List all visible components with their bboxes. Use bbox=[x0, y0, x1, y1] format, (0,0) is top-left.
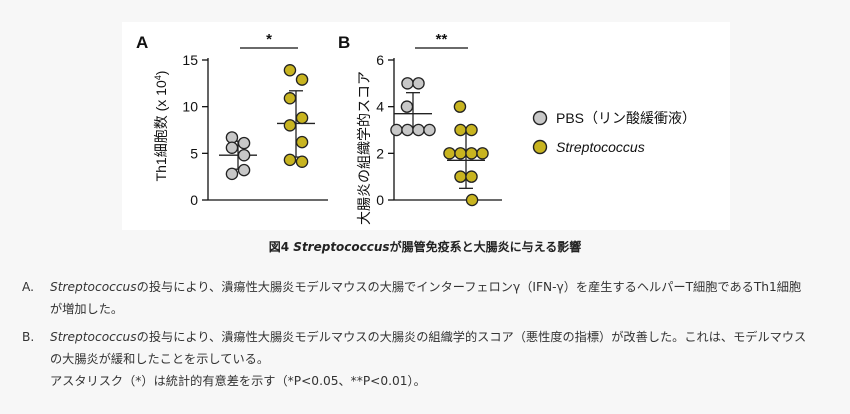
panel-b: B 大腸炎の組織学的スコア 0 2 4 6 ** bbox=[338, 31, 502, 225]
panel-b-point bbox=[453, 100, 467, 113]
panel-b-y-axis-label: 大腸炎の組織学的スコア bbox=[356, 71, 372, 225]
caption-prefix: 図4 bbox=[268, 240, 294, 254]
panel-a-y-axis-label: Th1細胞数 (x 104) bbox=[153, 71, 169, 182]
panel-b-point bbox=[443, 147, 456, 160]
panel-a-y-tick-label: 5 bbox=[190, 145, 198, 161]
panel-b-point bbox=[454, 170, 467, 183]
caption-suffix: が腸管免疫系と大腸炎に与える影響 bbox=[389, 240, 582, 254]
panel-b-label: B bbox=[338, 33, 350, 52]
panel-a-point bbox=[237, 148, 251, 162]
panel-a: A Th1細胞数 (x 104) 0 5 10 15 * bbox=[136, 31, 328, 208]
panel-b-point bbox=[412, 123, 425, 137]
note-a-body: Streptococcusの投与により、潰瘍性大腸炎モデルマウスの大腸でインター… bbox=[50, 276, 832, 320]
panel-b-y-tick-label: 6 bbox=[376, 52, 384, 68]
panel-b-y-tick-label: 0 bbox=[376, 192, 384, 208]
panel-b-significance-label: ** bbox=[436, 31, 448, 48]
note-a: A. Streptococcusの投与により、潰瘍性大腸炎モデルマウスの大腸でイ… bbox=[22, 276, 832, 320]
note-b: B. Streptococcusの投与により、潰瘍性大腸炎モデルマウスの大腸炎の… bbox=[22, 326, 832, 392]
legend-label-pbs: PBS（リン酸緩衝液） bbox=[556, 110, 696, 126]
panel-b-point bbox=[465, 193, 479, 207]
note-b-line-1: Streptococcusの投与により、潰瘍性大腸炎モデルマウスの大腸炎の組織学… bbox=[50, 326, 832, 348]
panel-a-point bbox=[283, 92, 297, 105]
panel-b-y-tick-label: 4 bbox=[376, 99, 384, 115]
panel-b-point bbox=[401, 77, 414, 90]
panel-b-marks: ** bbox=[390, 31, 489, 207]
panel-b-point bbox=[454, 147, 467, 160]
panel-a-label: A bbox=[136, 33, 148, 52]
panel-a-point bbox=[283, 153, 297, 167]
note-a-text-1: の投与により、潰瘍性大腸炎モデルマウスの大腸でインターフェロンγ（IFN-γ）を… bbox=[136, 280, 802, 294]
panel-b-point bbox=[423, 123, 436, 137]
panel-a-point bbox=[225, 131, 239, 144]
panel-a-point bbox=[225, 141, 239, 154]
panel-a-point bbox=[283, 64, 297, 77]
panel-a-point bbox=[237, 136, 251, 150]
panel-b-point bbox=[465, 123, 478, 137]
panel-b-y-tick-label: 2 bbox=[376, 145, 384, 161]
note-b-text-1: の投与により、潰瘍性大腸炎モデルマウスの大腸炎の組織学的スコア（悪性度の指標）が… bbox=[136, 330, 807, 344]
panel-b-point bbox=[476, 147, 489, 160]
caption-italic: Streptococcus bbox=[293, 240, 390, 254]
note-a-marker: A. bbox=[22, 280, 34, 294]
panel-a-y-tick-label: 15 bbox=[182, 52, 198, 68]
note-b-line-2: の大腸炎が緩和したことを示している。 bbox=[50, 352, 270, 366]
panel-b-point bbox=[465, 170, 478, 183]
legend-marker-streptococcus bbox=[532, 139, 548, 155]
note-b-body: Streptococcusの投与により、潰瘍性大腸炎モデルマウスの大腸炎の組織学… bbox=[50, 326, 832, 392]
legend-marker-pbs bbox=[532, 110, 548, 126]
note-b-italic: Streptococcus bbox=[50, 330, 137, 344]
note-a-italic: Streptococcus bbox=[50, 280, 137, 294]
note-b-marker: B. bbox=[22, 330, 35, 344]
panel-b-axes: 0 2 4 6 bbox=[376, 52, 502, 208]
panel-a-point bbox=[295, 135, 309, 149]
legend: PBS（リン酸緩衝液） Streptococcus bbox=[532, 110, 696, 155]
panel-a-point bbox=[295, 155, 309, 168]
panel-a-significance-label: * bbox=[266, 31, 272, 48]
panel-a-y-tick-label: 0 bbox=[190, 192, 198, 208]
note-a-line-1: Streptococcusの投与により、潰瘍性大腸炎モデルマウスの大腸でインター… bbox=[50, 276, 832, 298]
panel-a-marks: * bbox=[219, 31, 315, 181]
panel-a-y-label-main: Th1細胞数 (x 10 bbox=[153, 80, 169, 181]
panel-a-y-tick-label: 10 bbox=[182, 99, 198, 115]
panel-a-point bbox=[295, 73, 309, 86]
panel-a-axes: 0 5 10 15 bbox=[182, 52, 328, 208]
panel-b-point bbox=[401, 123, 414, 137]
panel-b-point bbox=[465, 147, 478, 160]
note-a-line-2: が増加した。 bbox=[50, 302, 124, 316]
panel-b-point bbox=[390, 123, 403, 137]
panel-b-point bbox=[400, 100, 414, 113]
panel-a-point bbox=[283, 119, 297, 132]
panel-b-point bbox=[412, 77, 425, 90]
panel-a-y-label-close: ) bbox=[153, 71, 169, 76]
note-b-line-3: アスタリスク（*）は統計的有意差を示す（*P<0.05、**P<0.01）。 bbox=[50, 374, 426, 388]
panel-a-point bbox=[295, 111, 309, 125]
legend-label-streptococcus: Streptococcus bbox=[556, 139, 645, 155]
panel-a-y-label-exponent: 4 bbox=[153, 75, 163, 80]
panel-b-point bbox=[454, 123, 467, 137]
figure-caption: 図4 Streptococcusが腸管免疫系と大腸炎に与える影響 bbox=[0, 238, 850, 255]
panel-a-point bbox=[225, 167, 239, 181]
panel-a-point bbox=[237, 163, 251, 177]
